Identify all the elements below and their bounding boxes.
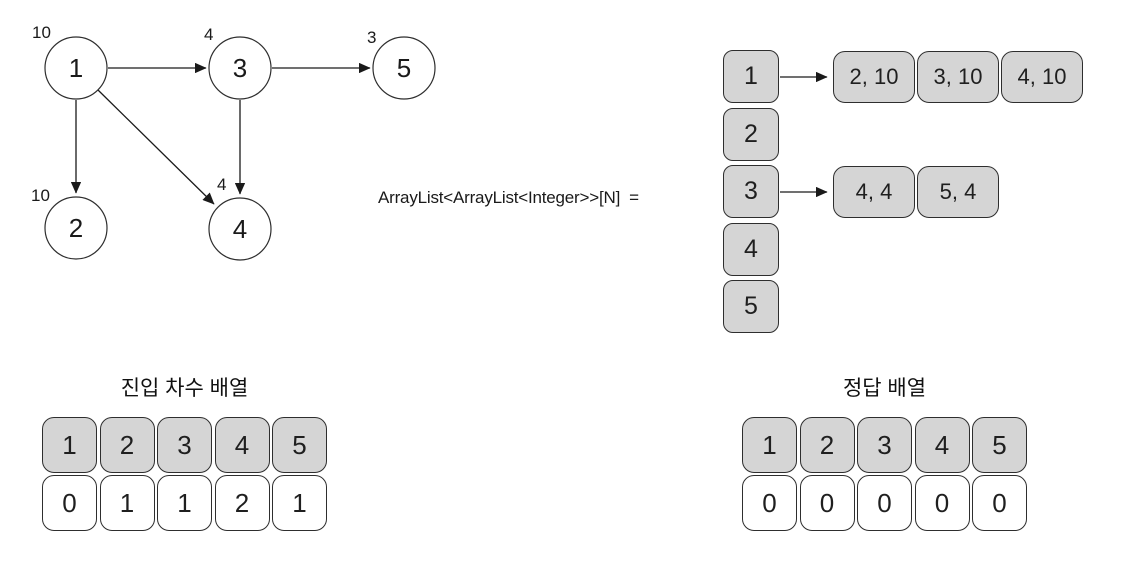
edge-1-4 (97, 89, 215, 205)
indegree-header-2: 2 (99, 417, 155, 473)
answer-array-title: 정답 배열 (842, 377, 927, 400)
indegree-value-2: 1 (99, 475, 155, 531)
adjacency-index-1: 1 (723, 50, 779, 103)
indegree-value-1: 0 (42, 475, 97, 531)
answer-header-2: 2 (799, 417, 855, 473)
answer-array-value-row: 0 0 0 0 0 (742, 475, 1027, 531)
adjacency-index-2: 2 (723, 107, 779, 161)
indegree-header-4: 4 (214, 417, 270, 473)
indegree-header-1: 1 (42, 417, 97, 473)
indegree-value-4: 2 (214, 475, 270, 531)
indegree-value-3: 1 (157, 475, 212, 531)
graph-node-5-label: 5 (397, 53, 411, 83)
graph-node-1-circle (44, 36, 108, 100)
adjacency-row-1-value-0: 2, 10 (833, 51, 915, 103)
indegree-array-value-row: 0 1 1 2 1 (42, 475, 327, 531)
adjacency-index-4: 4 (723, 222, 779, 276)
adjacency-row-3-values: 4, 4 5, 4 (833, 166, 999, 218)
adjacency-row-1-value-2: 4, 10 (1001, 51, 1083, 103)
answer-header-3: 3 (857, 417, 912, 473)
answer-header-1: 1 (742, 417, 797, 473)
adjacency-row-1-values: 2, 10 3, 10 4, 10 (833, 51, 1083, 103)
adjacency-row-3-value-1: 5, 4 (917, 166, 999, 218)
adjacency-index-column: 1 2 3 4 5 (723, 50, 779, 333)
answer-value-2: 0 (799, 475, 855, 531)
graph-node-3-circle (208, 36, 272, 100)
answer-value-5: 0 (972, 475, 1027, 531)
indegree-array-title: 진입 차수 배열 (120, 377, 249, 400)
graph-node-4-weight: 4 (217, 175, 226, 194)
adjacency-index-5: 5 (723, 280, 779, 333)
graph-node-1-label: 1 (69, 53, 83, 83)
indegree-array-block: 진입 차수 배열 1 2 3 4 5 0 1 1 2 1 (42, 378, 327, 531)
indegree-header-5: 5 (272, 417, 327, 473)
indegree-header-3: 3 (157, 417, 212, 473)
graph-node-3-weight: 4 (204, 25, 213, 44)
graph-node-2-circle (44, 196, 108, 260)
answer-value-4: 0 (914, 475, 970, 531)
answer-value-3: 0 (857, 475, 912, 531)
answer-array-block: 정답 배열 1 2 3 4 5 0 0 0 0 0 (742, 378, 1027, 531)
graph-node-2-weight: 10 (31, 186, 50, 205)
graph-node-4-label: 4 (233, 214, 247, 244)
adjacency-row-1-value-1: 3, 10 (917, 51, 999, 103)
adjacency-row-3-value-0: 4, 4 (833, 166, 915, 218)
answer-value-1: 0 (742, 475, 797, 531)
graph-node-5-circle (372, 36, 436, 100)
arraylist-expression-label: ArrayList<ArrayList<Integer>>[N] = (378, 188, 639, 207)
graph-node-4-circle (208, 197, 272, 261)
graph-node-1-weight: 10 (32, 23, 51, 42)
indegree-array-header-row: 1 2 3 4 5 (42, 417, 327, 473)
indegree-value-5: 1 (272, 475, 327, 531)
graph-node-3-label: 3 (233, 53, 247, 83)
answer-array-header-row: 1 2 3 4 5 (742, 417, 1027, 473)
graph-node-5-weight: 3 (367, 28, 376, 47)
answer-header-4: 4 (914, 417, 970, 473)
answer-header-5: 5 (972, 417, 1027, 473)
adjacency-index-3: 3 (723, 165, 779, 218)
graph-node-2-label: 2 (69, 213, 83, 243)
